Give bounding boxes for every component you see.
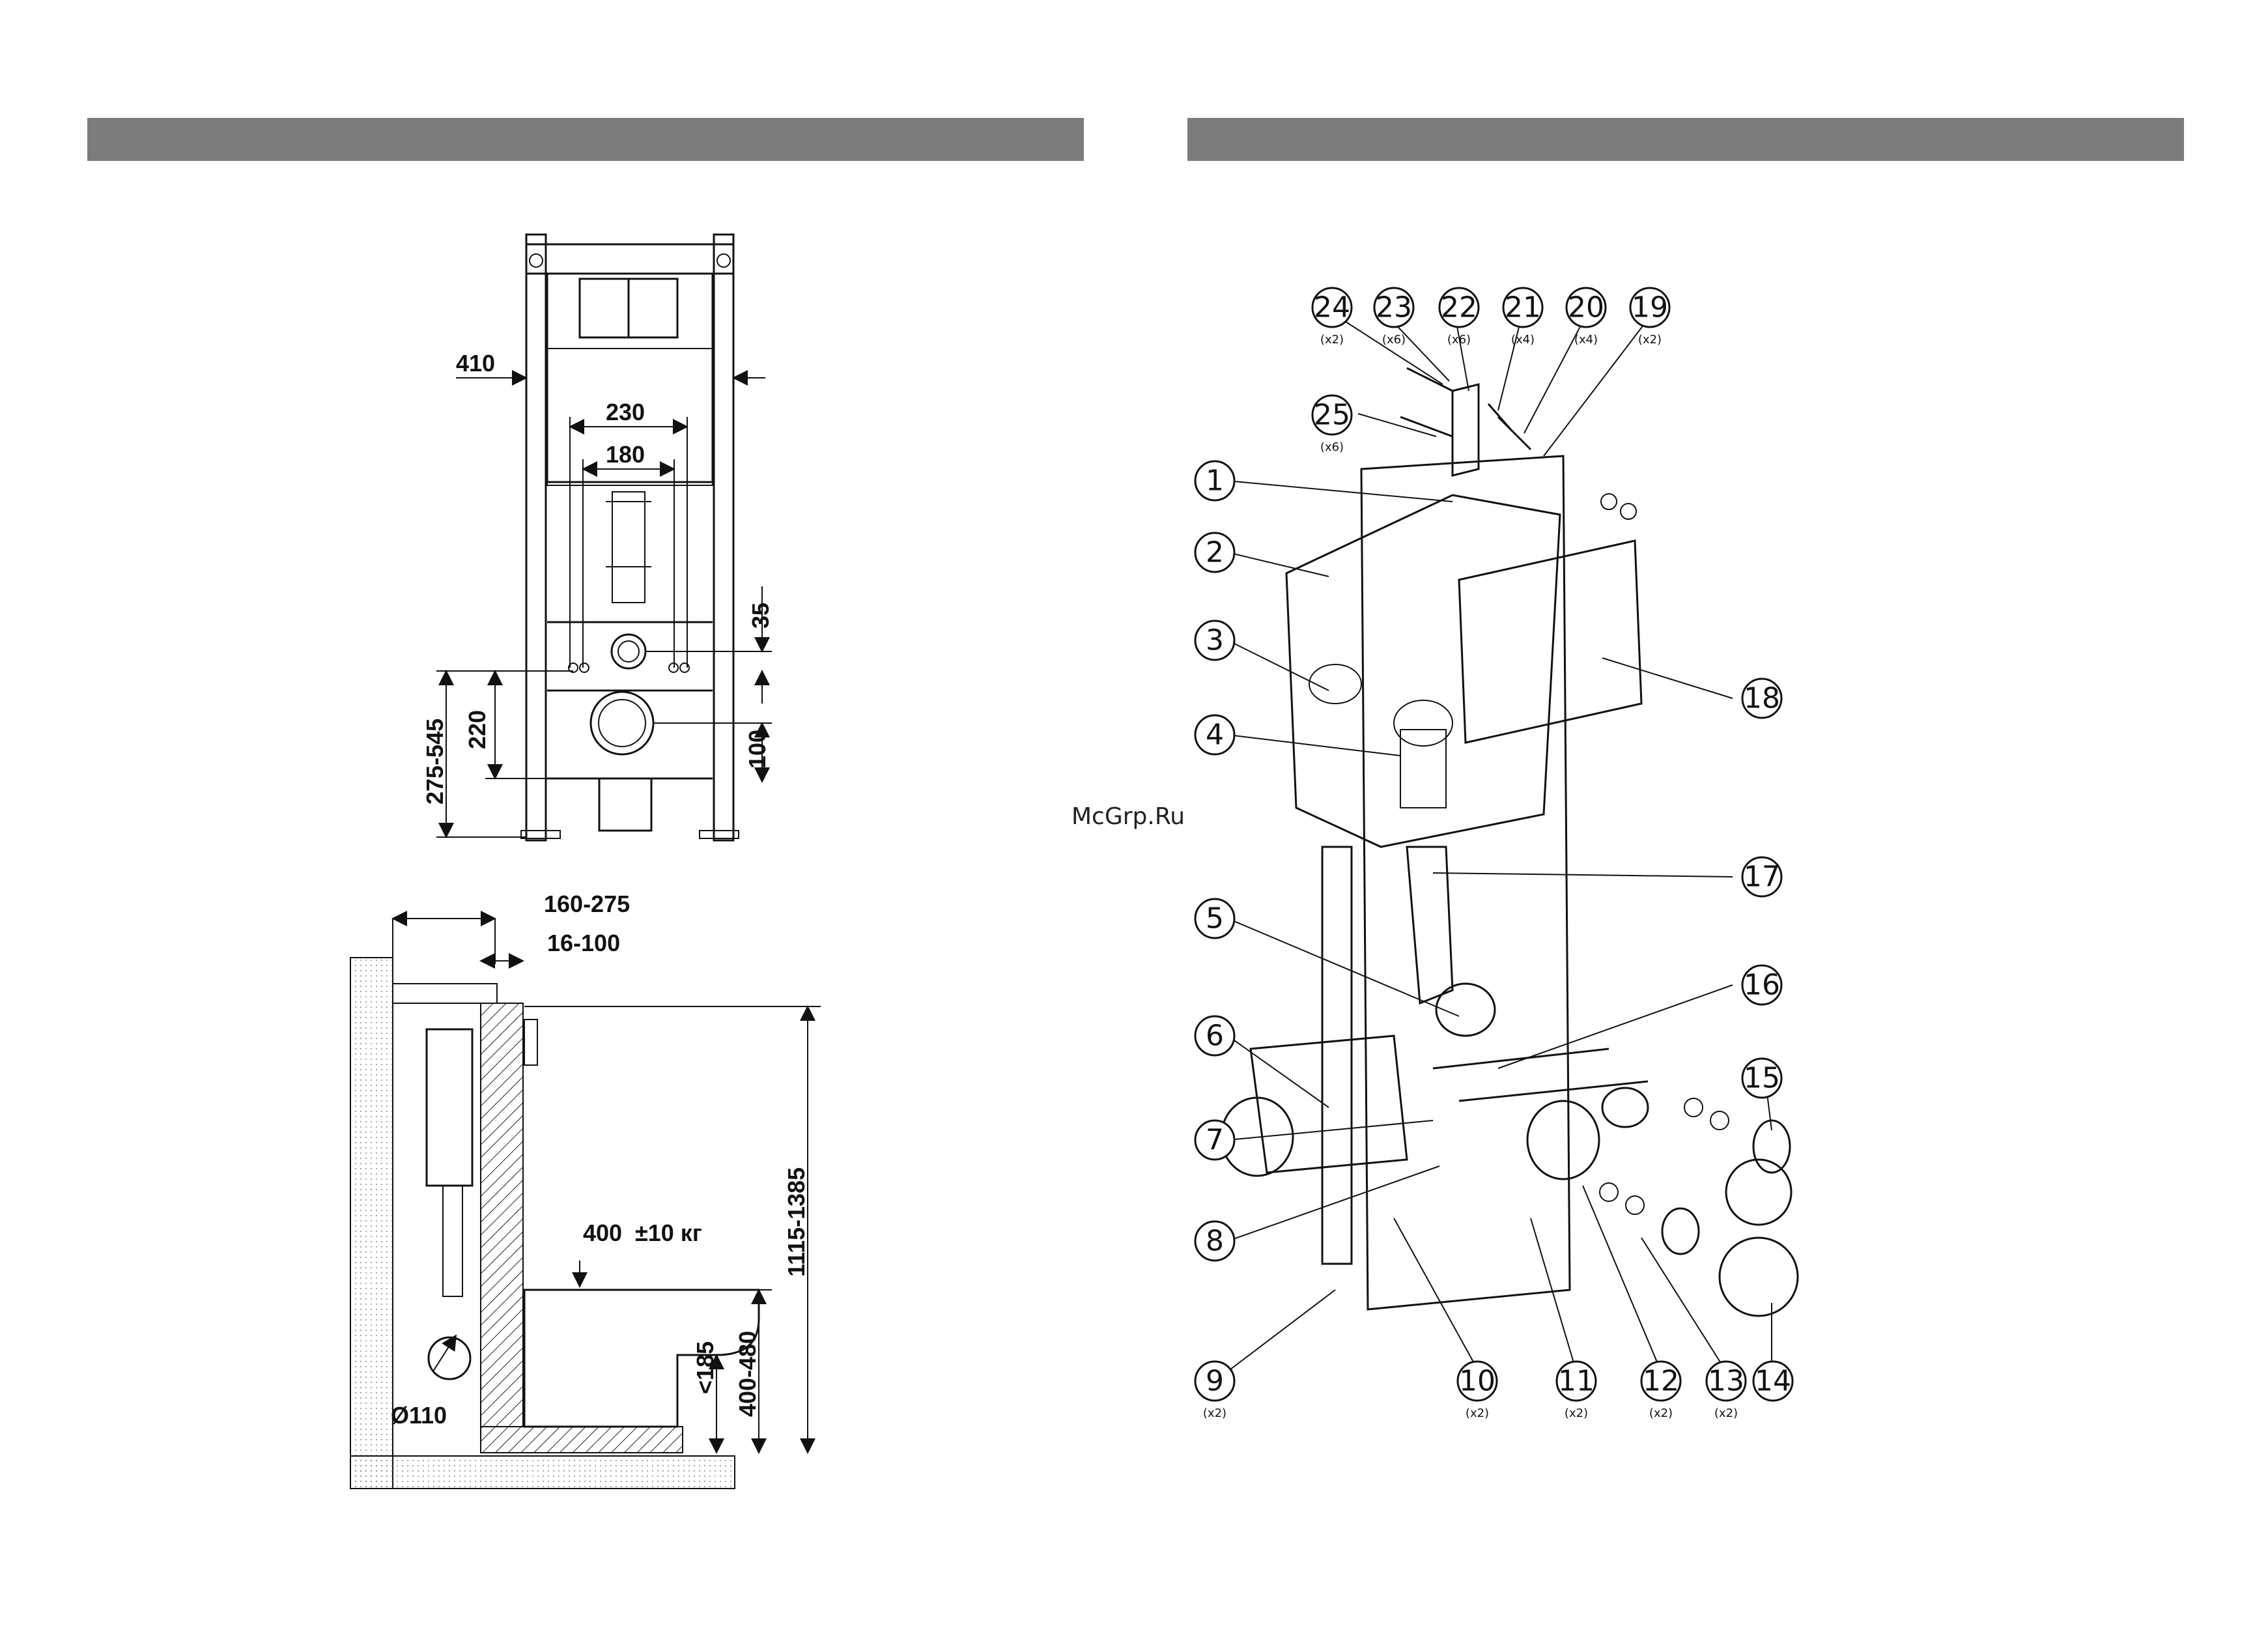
callout-number: 21 [1505,291,1541,324]
dim-410-label: 410 [456,350,495,377]
callout-4: 4 [1195,715,1234,754]
dim-180-label: 180 [606,441,645,468]
pipe-diameter-label: Ø110 [391,1402,447,1429]
dim-400-480-label: 400-480 [734,1331,761,1417]
callout-14: 14 [1753,1362,1793,1401]
bolt-icon [530,254,543,267]
callout-5: 5 [1195,899,1234,938]
callout-number: 1 [1206,464,1224,498]
callout-19: 19 (x2) [1630,288,1669,347]
load-value: 400 [583,1220,622,1246]
drain-pipe [429,1337,470,1379]
callout-15: 15 [1742,1059,1781,1098]
dim-160-275-label: 160-275 [544,891,630,917]
callout-number: 23 [1376,291,1412,324]
callout-quantity: (x2) [1714,1406,1738,1420]
cistern-body [1286,495,1560,847]
callout-11: 11 (x2) [1557,1362,1596,1420]
watermark: McGrp.Ru [1071,803,1185,830]
callout-number: 5 [1206,902,1224,935]
callout-6: 6 [1195,1016,1234,1055]
dim-220-label: 220 [464,710,490,749]
flush-pipe [612,492,645,603]
callout-20: 20 (x4) [1566,288,1606,347]
flush-connector [612,635,645,668]
toilet-bowl [524,1290,759,1427]
callout-9: 9 (x2) [1195,1362,1234,1420]
frame-post-left [526,235,546,840]
callout-number: 2 [1206,536,1224,569]
bolt-icon [717,254,730,267]
callout-number: 16 [1744,969,1780,1002]
callout-quantity: (x2) [1203,1406,1226,1420]
callout-16: 16 [1742,965,1781,1005]
callout-12: 12 (x2) [1641,1362,1680,1420]
callout-number: 17 [1744,861,1780,894]
callout-22: 22 (x6) [1439,288,1479,347]
side-view: 160-275 16-100 400 ±10 кг 1115-1385 400-… [350,891,821,1489]
installation-frame [1361,456,1570,1309]
callout-number: 12 [1643,1365,1679,1398]
dim-100-label: 100 [744,730,771,769]
callout-number: 6 [1206,1020,1224,1053]
callout-2: 2 [1195,533,1234,572]
callout-number: 3 [1206,624,1224,657]
drain-pipe-bend [1251,1036,1407,1173]
dim-275-545-label: 275-545 [421,719,448,805]
dim-185-label: <185 [692,1341,718,1394]
callout-13: 13 (x2) [1707,1362,1746,1420]
callout-number: 7 [1206,1124,1224,1157]
callout-number: 22 [1441,291,1477,324]
cistern-side [427,1029,472,1186]
callout-quantity: (x2) [1565,1406,1588,1420]
finish-wall [481,1003,523,1427]
callout-quantity: (x2) [1649,1406,1673,1420]
callout-number: 13 [1708,1365,1744,1398]
callout-10: 10 (x2) [1458,1362,1497,1420]
front-view: 410 230 180 35 100 220 275-545 [421,235,774,840]
callout-1: 1 [1195,461,1234,500]
callout-3: 3 [1195,621,1234,660]
dim-35-label: 35 [747,603,774,629]
callout-17: 17 [1742,857,1781,896]
dim-16-100-label: 16-100 [547,930,620,956]
frame-post-right [714,235,733,840]
callout-quantity: (x2) [1638,333,1662,347]
callout-number: 9 [1206,1365,1224,1398]
callout-number: 8 [1206,1225,1224,1258]
callout-quantity: (x6) [1447,333,1471,347]
load-tolerance: ±10 кг [635,1220,702,1246]
callout-number: 25 [1314,399,1350,432]
callout-number: 24 [1314,291,1350,324]
callout-number: 15 [1744,1062,1780,1095]
dim-1115-1385-label: 1115-1385 [783,1167,810,1277]
callout-number: 18 [1744,682,1780,715]
floor [350,1456,735,1489]
callout-24: 24 (x2) [1312,288,1352,347]
callout-number: 10 [1459,1365,1495,1398]
callout-quantity: (x6) [1320,440,1344,454]
callout-number: 11 [1558,1365,1595,1398]
callout-7: 7 [1195,1120,1234,1160]
callout-quantity: (x4) [1574,333,1598,347]
callout-number: 20 [1568,291,1604,324]
callout-21: 21 (x4) [1503,288,1542,347]
frame-leg [1322,847,1352,1264]
wall [350,958,393,1489]
flush-pipe [1407,847,1453,1003]
dim-230-label: 230 [606,399,645,425]
exploded-view: 24(x2)23(x6)22(x6)21(x4)20(x4)19(x2)25(x… [1195,288,1798,1420]
callout-number: 19 [1632,291,1668,324]
callout-quantity: (x2) [1466,1406,1489,1420]
callout-quantity: (x6) [1382,333,1406,347]
callout-25: 25 (x6) [1312,395,1352,454]
callout-number: 14 [1755,1365,1791,1398]
drain-outlet [591,692,653,754]
callout-8: 8 [1195,1221,1234,1261]
callout-quantity: (x4) [1511,333,1535,347]
callout-number: 4 [1206,719,1224,752]
callout-quantity: (x2) [1320,333,1344,347]
callout-18: 18 [1742,679,1781,718]
